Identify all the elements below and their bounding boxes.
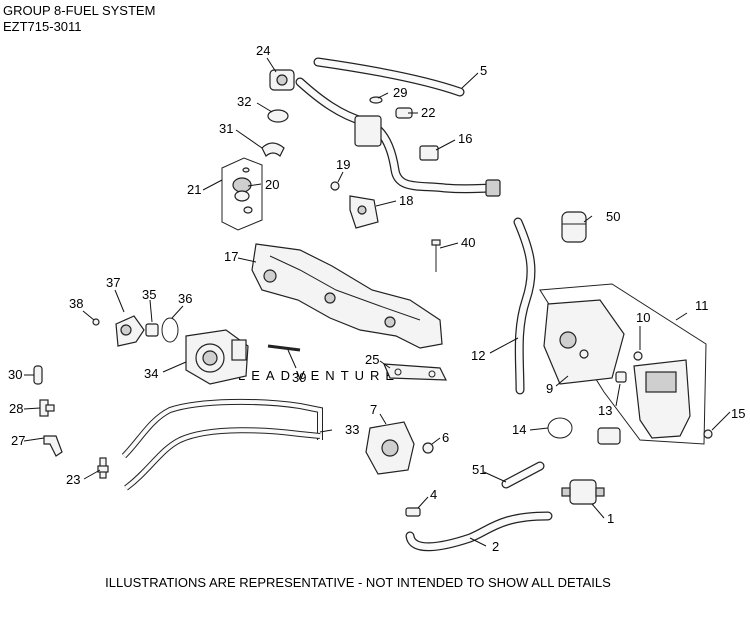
regulator bbox=[597, 427, 621, 445]
callout-40: 40 bbox=[461, 235, 475, 250]
stud-39 bbox=[267, 344, 301, 352]
callout-22: 22 bbox=[421, 105, 435, 120]
clip-4 bbox=[405, 507, 421, 517]
elbow-27 bbox=[43, 435, 63, 457]
clip-16 bbox=[419, 145, 439, 161]
clamp-14 bbox=[547, 417, 573, 439]
fuel-filter-50 bbox=[561, 211, 587, 243]
callout-24: 24 bbox=[256, 43, 270, 58]
throttle-body-34 bbox=[185, 329, 249, 385]
screw-15 bbox=[703, 429, 713, 439]
callout-12: 12 bbox=[471, 348, 485, 363]
callout-5: 5 bbox=[480, 63, 487, 78]
sensor-18 bbox=[349, 195, 379, 229]
callout-10: 10 bbox=[636, 310, 650, 325]
callout-27: 27 bbox=[11, 433, 25, 448]
fuel-lines-33 bbox=[121, 398, 323, 491]
model-number: EZT715-3011 bbox=[3, 19, 82, 34]
spacer-35 bbox=[145, 323, 159, 337]
title-block: GROUP 8-FUEL SYSTEM EZT715-3011 bbox=[3, 3, 155, 35]
intake-manifold-17 bbox=[251, 243, 443, 349]
clamp-31 bbox=[261, 142, 285, 157]
callout-17: 17 bbox=[224, 249, 238, 264]
screw-38 bbox=[92, 318, 100, 326]
callout-9: 9 bbox=[546, 381, 553, 396]
o-ring-36 bbox=[161, 317, 179, 343]
fuel-pump-body bbox=[633, 359, 691, 439]
tube-51 bbox=[501, 461, 545, 489]
callout-38: 38 bbox=[69, 296, 83, 311]
fuel-pump-module-11 bbox=[539, 283, 707, 445]
callout-14: 14 bbox=[512, 422, 526, 437]
fitting-23 bbox=[97, 457, 109, 479]
callout-37: 37 bbox=[106, 275, 120, 290]
leader-lines bbox=[23, 57, 731, 547]
fuel-filter-1 bbox=[561, 479, 605, 505]
callout-31: 31 bbox=[219, 121, 233, 136]
fitting-6 bbox=[422, 442, 434, 454]
clamp-32 bbox=[267, 109, 289, 123]
callout-16: 16 bbox=[458, 131, 472, 146]
callout-4: 4 bbox=[430, 487, 437, 502]
callout-28: 28 bbox=[9, 401, 23, 416]
callout-35: 35 bbox=[142, 287, 156, 302]
fuel-hose-upper bbox=[295, 57, 501, 197]
callout-33: 33 bbox=[345, 422, 359, 437]
hose-fitting-24 bbox=[269, 69, 295, 91]
bolt-40 bbox=[431, 239, 441, 272]
callout-30: 30 bbox=[8, 367, 22, 382]
fuel-hose-12 bbox=[513, 217, 536, 395]
washer-29 bbox=[369, 96, 383, 104]
clip-13 bbox=[615, 371, 627, 383]
callout-19: 19 bbox=[336, 157, 350, 172]
callout-18: 18 bbox=[399, 193, 413, 208]
callout-34: 34 bbox=[144, 366, 158, 381]
gasket-25 bbox=[383, 363, 447, 381]
callout-51: 51 bbox=[472, 462, 486, 477]
callout-20: 20 bbox=[265, 177, 279, 192]
bolt-19 bbox=[330, 181, 340, 191]
callout-15: 15 bbox=[731, 406, 745, 421]
callout-13: 13 bbox=[598, 403, 612, 418]
callout-32: 32 bbox=[237, 94, 251, 109]
callout-21: 21 bbox=[187, 182, 201, 197]
tee-fitting-28 bbox=[39, 399, 55, 417]
callout-6: 6 bbox=[442, 430, 449, 445]
watermark: LEADVENTURE bbox=[238, 368, 400, 383]
bracket-9 bbox=[543, 299, 625, 385]
fuel-pump-7 bbox=[365, 421, 415, 475]
diagram-title: GROUP 8-FUEL SYSTEM bbox=[3, 3, 156, 18]
callout-50: 50 bbox=[606, 209, 620, 224]
disclaimer-footer: ILLUSTRATIONS ARE REPRESENTATIVE - NOT I… bbox=[105, 575, 611, 590]
callout-25: 25 bbox=[365, 352, 379, 367]
callout-36: 36 bbox=[178, 291, 192, 306]
grommet-assembly-21 bbox=[221, 157, 263, 231]
callout-11: 11 bbox=[695, 298, 709, 313]
callout-labels: 24 5 32 29 22 31 16 19 21 20 18 50 40 17… bbox=[8, 43, 745, 554]
callout-39: 39 bbox=[292, 370, 306, 385]
callout-23: 23 bbox=[66, 472, 80, 487]
callout-2: 2 bbox=[492, 539, 499, 554]
tube-30 bbox=[33, 365, 43, 385]
callout-29: 29 bbox=[393, 85, 407, 100]
sensor-37 bbox=[115, 315, 145, 347]
screw-10 bbox=[633, 351, 643, 361]
callout-7: 7 bbox=[370, 402, 377, 417]
callout-1: 1 bbox=[607, 511, 614, 526]
